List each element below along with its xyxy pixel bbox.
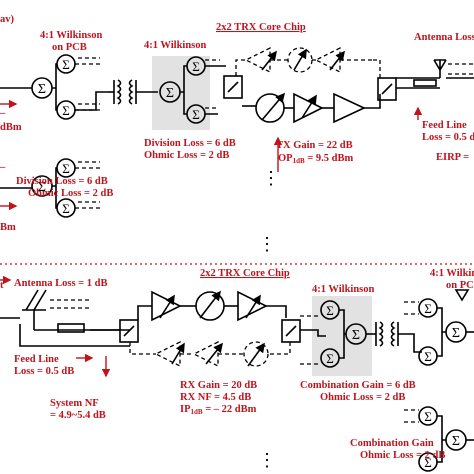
chip-wilkinson-label: 4:1 Wilkinson bbox=[144, 40, 207, 51]
svg-text:Σ: Σ bbox=[192, 107, 200, 122]
feed-line-label: Feed Line bbox=[14, 354, 59, 365]
tx-phase-dashed bbox=[243, 341, 269, 367]
rx-nf-label: RX NF = 4.5 dB bbox=[180, 392, 251, 403]
svg-text:Σ: Σ bbox=[424, 455, 432, 470]
svg-text:Σ: Σ bbox=[424, 349, 432, 364]
eirp-label: EIRP = bbox=[436, 152, 469, 163]
rx-switch-right bbox=[281, 319, 301, 343]
feed-line-loss-label: Loss = 0.5 dB bbox=[14, 366, 74, 377]
transformer-bottom bbox=[372, 321, 422, 353]
system-nf-value: = 4.9~5.4 dB bbox=[50, 410, 106, 421]
chip-wilkinson-shade bbox=[152, 56, 210, 130]
feed-line-loss-label: Loss = 0.5 d bbox=[422, 132, 474, 143]
chip-wilkinson-label: 4:1 Wilkinson bbox=[312, 284, 375, 295]
rx-pcb-wilkinson bbox=[404, 289, 474, 366]
left-dash-1: – bbox=[0, 108, 6, 119]
edge-label: av) bbox=[0, 14, 15, 25]
tr-switch-right bbox=[377, 77, 397, 101]
tr-switch-left bbox=[223, 75, 243, 99]
rx-switch-left bbox=[119, 319, 139, 343]
combination-gain-label: Combination Gain = 6 dB bbox=[300, 380, 416, 391]
rx-chain bbox=[119, 290, 326, 368]
tx-gain-label: TX Gain = 22 dB bbox=[276, 140, 353, 151]
tx-amp-dashed bbox=[154, 340, 181, 368]
svg-text:Σ: Σ bbox=[38, 180, 46, 195]
left-dbm-2: Bm bbox=[0, 222, 16, 233]
tx-section bbox=[0, 46, 474, 218]
combination-gain-right: Combination Gain bbox=[350, 438, 434, 449]
rx-section bbox=[0, 275, 474, 472]
left-mark: t bbox=[0, 280, 4, 291]
svg-text:Σ: Σ bbox=[424, 409, 432, 424]
pcb-wilkinson-label: 4:1 Wilkin bbox=[430, 268, 474, 279]
op1db-label: OP1dB = 9.5 dBm bbox=[278, 153, 353, 165]
rx-labels: t Antenna Loss = 1 dB 2x2 TRX Core Chip … bbox=[0, 268, 474, 461]
tx-antenna-feed bbox=[412, 59, 474, 89]
svg-text:Σ: Σ bbox=[38, 82, 46, 97]
feed-line-label: Feed Line bbox=[422, 120, 467, 131]
core-chip-title: 2x2 TRX Core Chip bbox=[216, 22, 306, 33]
vertical-ellipsis: ⋮ bbox=[258, 234, 276, 254]
ohmic-loss-label: Ohmic Loss = 2 dB bbox=[320, 392, 405, 403]
antenna-loss-label: Antenna Loss bbox=[414, 32, 474, 43]
svg-text:Σ: Σ bbox=[62, 201, 70, 216]
svg-text:Σ: Σ bbox=[326, 303, 334, 318]
svg-text:Σ: Σ bbox=[452, 326, 460, 341]
tx-chain bbox=[223, 46, 412, 124]
transformer-top bbox=[108, 79, 158, 105]
rx-lna-dashed bbox=[244, 46, 271, 74]
svg-text:Σ: Σ bbox=[166, 86, 174, 101]
rx-gain-label: RX Gain = 20 dB bbox=[180, 380, 257, 391]
antenna-loss-label: Antenna Loss = 1 dB bbox=[14, 278, 108, 289]
core-chip-title: 2x2 TRX Core Chip bbox=[200, 268, 290, 279]
ip1db-label: IP1dB = – 22 dBm bbox=[180, 404, 257, 416]
division-loss-label: Division Loss = 6 dB bbox=[144, 138, 236, 149]
svg-text:Σ: Σ bbox=[192, 59, 200, 74]
rx-antenna-feed bbox=[0, 289, 130, 347]
ohmic-loss-label: Ohmic Loss = 2 dB bbox=[144, 150, 229, 161]
pcb-wilkinson-label: 4:1 Wilkinson bbox=[40, 30, 103, 41]
sigma-glyphs-bottom: Σ Σ Σ Σ Σ Σ Σ Σ Σ bbox=[326, 301, 460, 470]
ohmic-loss-right: Ohmic Loss = 2 dB bbox=[360, 450, 445, 461]
svg-text:Σ: Σ bbox=[352, 328, 360, 343]
vertical-ellipsis: ⋮ bbox=[262, 168, 280, 188]
sigma-glyphs-top: Σ Σ Σ Σ Σ Σ Σ Σ Σ bbox=[38, 57, 200, 216]
rx-chip-wilkinson bbox=[300, 300, 372, 368]
left-feed-lines bbox=[0, 87, 32, 189]
svg-text:Σ: Σ bbox=[62, 57, 70, 72]
rx-pcb-wilkinson-lower bbox=[404, 406, 474, 472]
svg-text:Σ: Σ bbox=[326, 351, 334, 366]
tx-labels: av) 4:1 Wilkinson on PCB 4:1 Wilkinson 2… bbox=[0, 14, 474, 233]
svg-text:Σ: Σ bbox=[452, 434, 460, 449]
division-loss-left: Division Loss = 6 dB bbox=[16, 176, 108, 187]
rx-vga bbox=[237, 290, 268, 322]
rx-lna bbox=[151, 290, 182, 322]
pcb-wilkinson-label-2: on PCB bbox=[446, 280, 474, 291]
pcb-wilkinson-upper bbox=[31, 54, 108, 120]
ohmic-loss-left: Ohmic Loss = 2 dB bbox=[28, 188, 113, 199]
pcb-wilkinson-lower bbox=[31, 158, 100, 218]
system-nf-label: System NF bbox=[50, 398, 99, 409]
svg-text:Σ: Σ bbox=[62, 103, 70, 118]
left-dash-2: – bbox=[0, 162, 6, 173]
rx-amp-dashed bbox=[314, 46, 341, 74]
svg-text:Σ: Σ bbox=[424, 301, 432, 316]
pcb-wilkinson-label-2: on PCB bbox=[52, 42, 87, 53]
tx-pa bbox=[333, 92, 366, 124]
vertical-ellipsis: ⋮ bbox=[258, 450, 276, 470]
chip-wilkinson bbox=[159, 56, 226, 124]
svg-text:Σ: Σ bbox=[62, 161, 70, 176]
left-dbm-1: dBm bbox=[0, 122, 22, 133]
